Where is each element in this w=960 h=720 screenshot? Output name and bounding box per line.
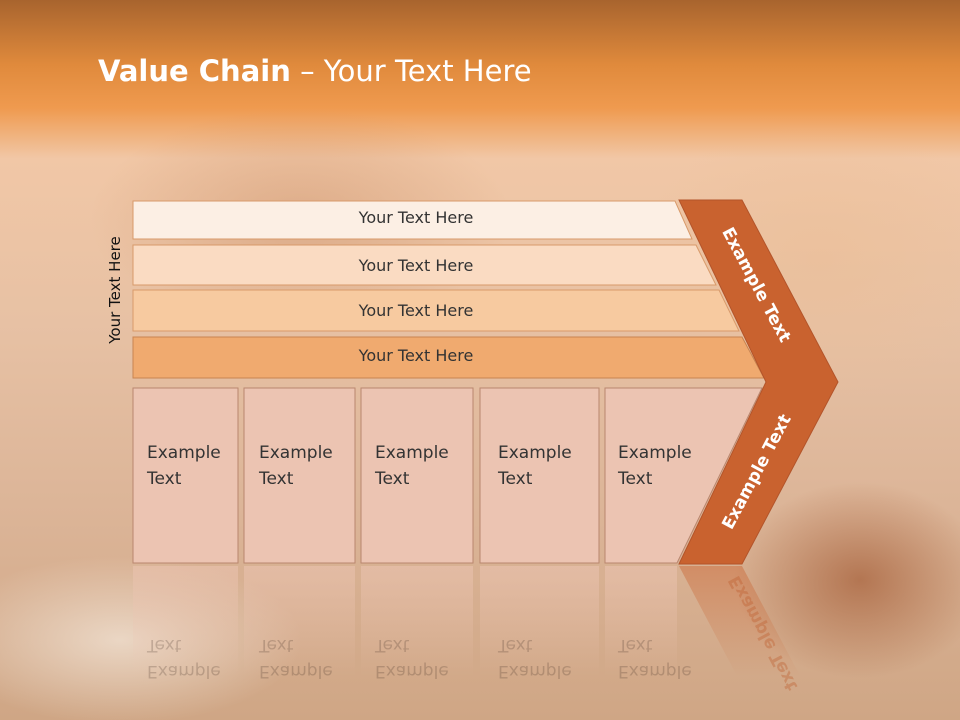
band-1 [132,200,693,240]
band-3-label: Your Text Here [358,301,474,320]
band-1-label: Your Text Here [358,208,474,227]
cell-3 [360,387,474,564]
cell-4 [479,387,600,564]
cell-2 [243,387,356,564]
cell-1 [132,387,239,564]
band-2 [132,244,717,286]
slide-title: Value Chain – Your Text Here [98,54,532,88]
band-4-label: Your Text Here [358,346,474,365]
band-3 [132,289,740,332]
cell-5 [604,387,763,564]
chevron-arrow [678,199,839,565]
band-2-label: Your Text Here [358,256,474,275]
